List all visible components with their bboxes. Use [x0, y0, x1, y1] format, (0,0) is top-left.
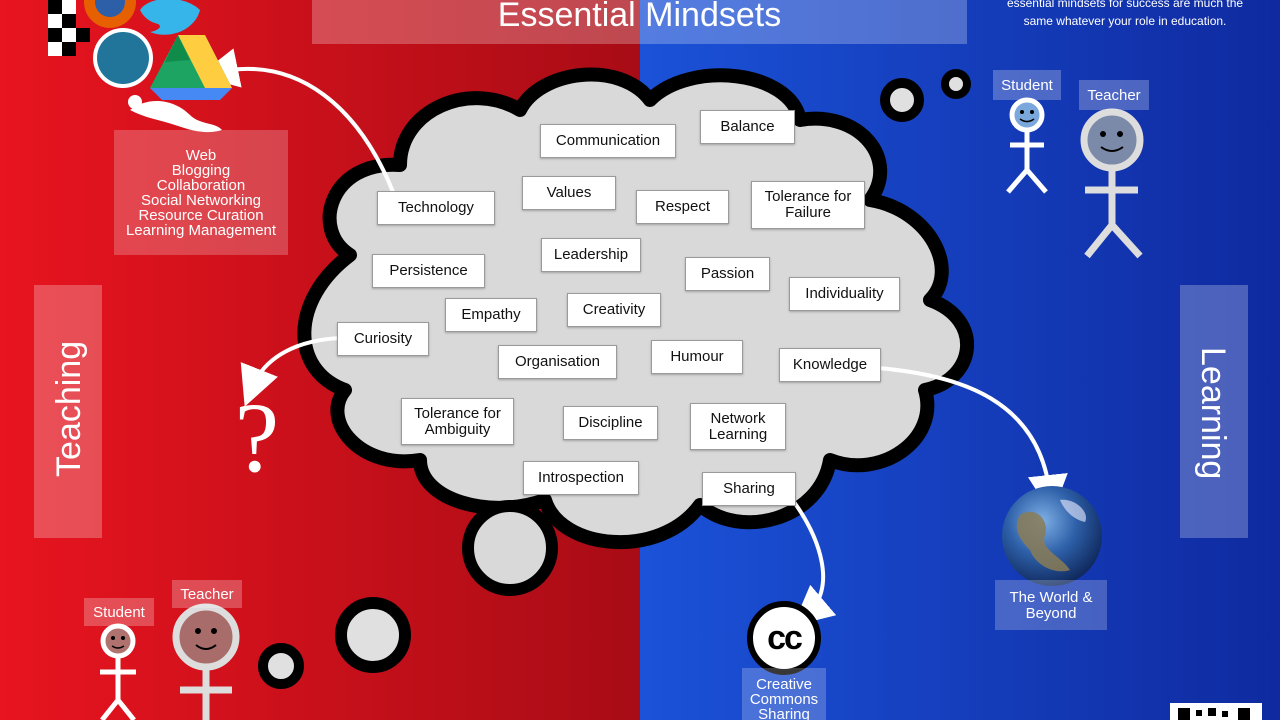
question-mark: ?: [234, 382, 280, 493]
mindset-tag: Discipline: [563, 406, 658, 440]
tool-item: Resource Curation: [138, 207, 264, 224]
mindset-tag: Balance: [700, 110, 795, 144]
firefox-icon: [84, 0, 136, 28]
mindset-tag: Persistence: [372, 254, 485, 288]
creative-commons-icon: [747, 601, 821, 675]
mindset-tag: Empathy: [445, 298, 537, 332]
cc-label-line-1: Creative: [756, 676, 812, 693]
mindset-tag: Values: [522, 176, 616, 210]
bubble-large: [335, 597, 411, 673]
bubble-right-small: [941, 69, 971, 99]
world-label-line-1: The World &: [1009, 589, 1093, 606]
cc-label-box: Creative Commons Sharing: [742, 668, 826, 720]
mindset-tag: Sharing: [702, 472, 796, 506]
checkerboard-icon: [48, 0, 90, 56]
arrow-sharing-to-cc: [783, 488, 837, 626]
cc-label-line-3: Sharing: [758, 706, 810, 720]
mindset-tag: Knowledge: [779, 348, 881, 382]
arrow-curiosity-to-question: [240, 336, 341, 407]
google-drive-icon: [150, 35, 232, 100]
intro-text: essential mindsets for success are much …: [985, 0, 1265, 30]
student-label-bottom: Student: [84, 598, 154, 626]
mindset-tag: Tolerance for Failure: [751, 181, 865, 229]
title-band-right: [640, 0, 967, 44]
mindset-tag: Tolerance for Ambiguity: [401, 398, 514, 445]
intro-line-2: same whatever your role in education.: [1023, 14, 1227, 28]
bubble-small: [258, 643, 304, 689]
mindset-tag: Organisation: [498, 345, 617, 379]
mindset-tag: Humour: [651, 340, 743, 374]
page-title: Essential Mindsets: [497, 0, 782, 34]
mindset-tag: Technology: [377, 191, 495, 225]
mindset-tag: Communication: [540, 124, 676, 158]
stick-figure-student-top: [1006, 97, 1048, 194]
stick-figure-teacher-top: [1080, 108, 1144, 259]
world-label-box: The World & Beyond: [995, 580, 1107, 630]
cc-logo-text: cc: [767, 619, 803, 657]
teacher-label-bottom: Teacher: [172, 580, 242, 608]
mindset-tag: Leadership: [541, 238, 641, 272]
arrow-technology-to-tools: [198, 48, 395, 193]
wordpress-icon: [93, 28, 153, 88]
mindset-tag: Introspection: [523, 461, 639, 495]
intro-line-1: essential mindsets for success are much …: [1006, 0, 1244, 10]
tool-item: Learning Management: [125, 222, 277, 239]
title-band-left: [312, 0, 640, 44]
world-label-line-2: Beyond: [1025, 605, 1077, 622]
cc-label-line-2: Commons: [749, 691, 819, 708]
mindset-tag: Respect: [636, 190, 729, 224]
stick-figure-teacher-bottom: [172, 603, 240, 720]
tool-item: Blogging: [171, 162, 231, 179]
qr-code-icon: [1170, 703, 1262, 720]
earth-globe-icon: [1002, 486, 1102, 586]
mindset-tag: Individuality: [789, 277, 900, 311]
teacher-label-top: Teacher: [1079, 80, 1149, 110]
mindset-tag: Network Learning: [690, 403, 786, 450]
diving-figure-icon: [128, 95, 222, 133]
teaching-label: Teaching: [50, 340, 88, 477]
tool-item: Collaboration: [156, 177, 246, 194]
student-label-top: Student: [993, 70, 1061, 100]
bubble-right-large: [880, 78, 924, 122]
arrow-knowledge-to-world: [877, 366, 1068, 515]
teaching-panel: [34, 285, 102, 538]
stick-figure-student-bottom: [100, 623, 136, 720]
learning-panel: [1180, 285, 1248, 538]
twitter-icon: [140, 0, 200, 35]
mindset-tag: Creativity: [567, 293, 661, 327]
mindset-tag: Passion: [685, 257, 770, 291]
tool-item: Social Networking: [140, 192, 262, 209]
tool-item: Web: [185, 147, 217, 164]
mindset-tag: Curiosity: [337, 322, 429, 356]
learning-label: Learning: [1194, 347, 1232, 480]
